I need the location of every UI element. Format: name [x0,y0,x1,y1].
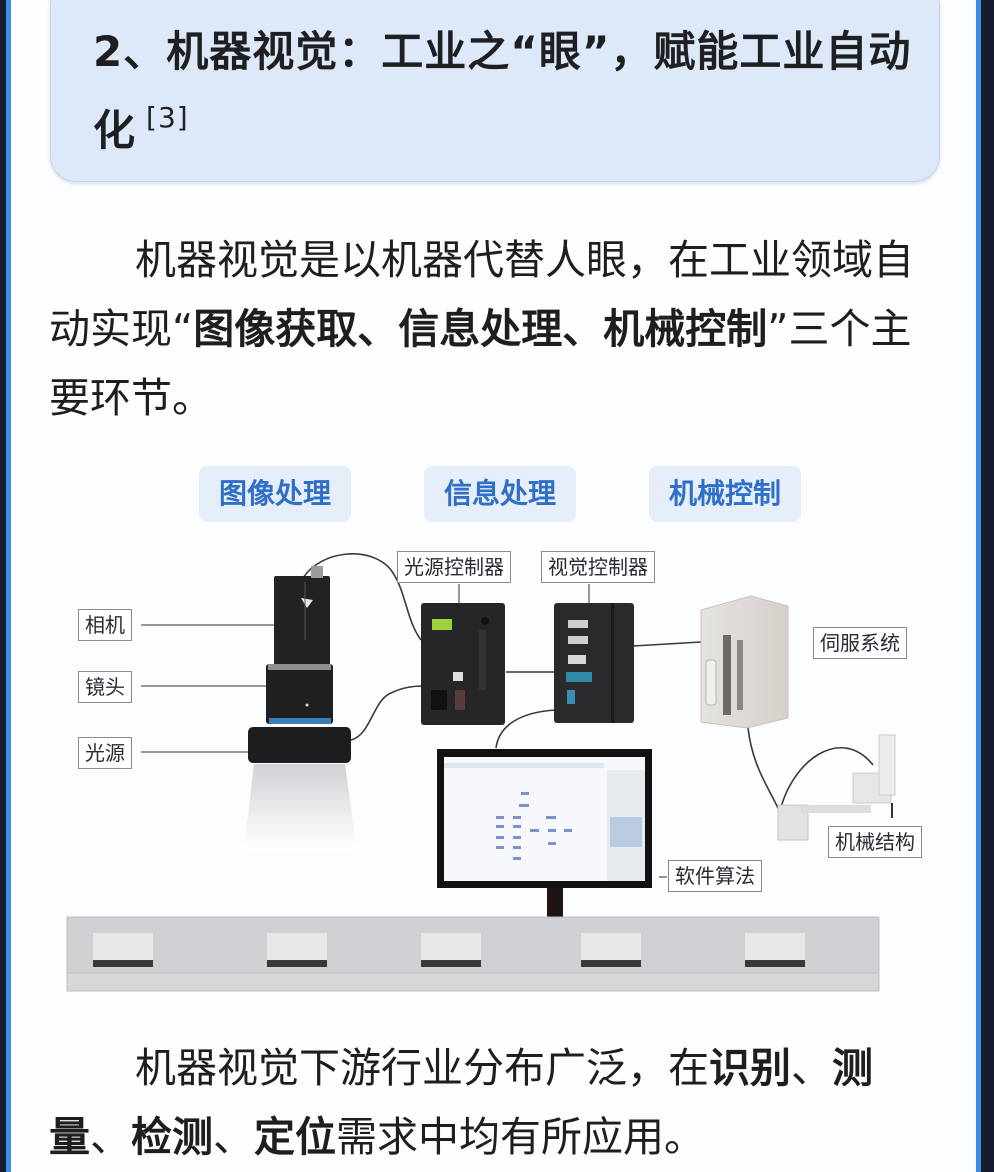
apps-sep-1: 、 [791,1044,832,1092]
intro-paragraph: 机器视觉是以机器代替人眼，在工业领域自动实现“图像获取、信息处理、机械控制”三个… [49,226,929,433]
monitor-stand [547,888,563,918]
label-software-algorithm: 软件算法 [668,860,762,892]
diagram-graphics [66,553,896,992]
leader-lines [141,584,667,878]
camera-body [274,576,330,666]
intro-bold-steps: 图像获取、信息处理、机械控制 [193,305,768,353]
apps-bold-positioning: 定位 [254,1113,336,1161]
apps-bold-recognition: 识别 [709,1044,791,1092]
lens-body [266,664,333,724]
label-light-controller: 光源控制器 [397,551,511,583]
apps-sep-2: 、 [90,1113,131,1161]
apps-bold-measurement: 测量 [49,1044,873,1161]
vision-controller-device [554,603,634,723]
apps-text-2: 需求中均有所应用。 [336,1113,705,1161]
label-light-source: 光源 [78,737,132,769]
label-vision-controller: 视觉控制器 [541,551,655,583]
reference-marker[interactable]: [3] [146,101,189,134]
section-title: 2、机器视觉：工业之“眼”，赋能工业自动化[3] [93,19,913,164]
label-mechanical-structure: 机械结构 [828,826,922,858]
section-header-box: 2、机器视觉：工业之“眼”，赋能工业自动化[3] [50,0,940,182]
applications-paragraph: 机器视觉下游行业分布广泛，在识别、测量、检测、定位需求中均有所应用。 [49,1034,929,1172]
apps-text-1: 机器视觉下游行业分布广泛，在 [135,1044,709,1092]
apps-bold-inspection: 检测 [131,1113,213,1161]
servo-device [700,595,789,729]
light-beam [244,764,357,850]
conveyor-items [93,933,805,967]
label-servo-system: 伺服系统 [813,627,907,659]
section-title-text: 2、机器视觉：工业之“眼”，赋能工业自动化 [93,27,912,155]
phase-image-processing: 图像处理 [199,466,351,522]
phase-mechanical-control: 机械控制 [649,466,801,522]
article-page: 2、机器视觉：工业之“眼”，赋能工业自动化[3] 机器视觉是以机器代替人眼，在工… [11,0,976,1172]
frame-border-left [6,0,11,1172]
label-camera: 相机 [78,609,132,641]
label-lens: 镜头 [78,671,132,703]
light-source-body [248,727,351,763]
frame-border-right [976,0,981,1172]
intro-text-2: ”三个主要环节。 [49,305,912,422]
apps-sep-3: 、 [213,1113,254,1161]
intro-text-1: 机器视觉是以机器代替人眼，在工业领域自动实现“ [49,236,914,353]
phase-info-processing: 信息处理 [424,466,576,522]
software-nodes [496,792,572,860]
